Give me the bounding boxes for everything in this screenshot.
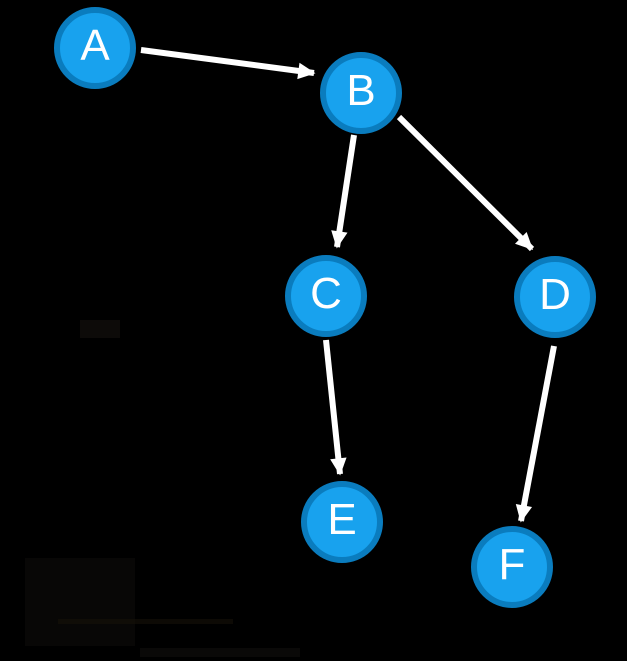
graph-node-E[interactable]: E (301, 481, 383, 563)
node-label: D (539, 270, 571, 319)
graph-node-A[interactable]: A (54, 7, 136, 89)
graph-edge-B-D (396, 114, 535, 252)
node-label: E (327, 495, 357, 544)
node-label: C (310, 269, 342, 318)
graph-edge-A-B (140, 47, 316, 80)
node-label: A (80, 21, 110, 70)
graph-edge-D-F (515, 345, 557, 523)
graph-node-D[interactable]: D (514, 256, 596, 338)
graph-node-F[interactable]: F (471, 526, 553, 608)
node-label: B (346, 66, 376, 115)
graph-node-B[interactable]: B (320, 52, 402, 134)
graph-edge-C-E (323, 339, 347, 476)
graph-edge-B-C (331, 134, 357, 249)
graph-node-C[interactable]: C (285, 255, 367, 337)
node-label: F (498, 540, 526, 589)
